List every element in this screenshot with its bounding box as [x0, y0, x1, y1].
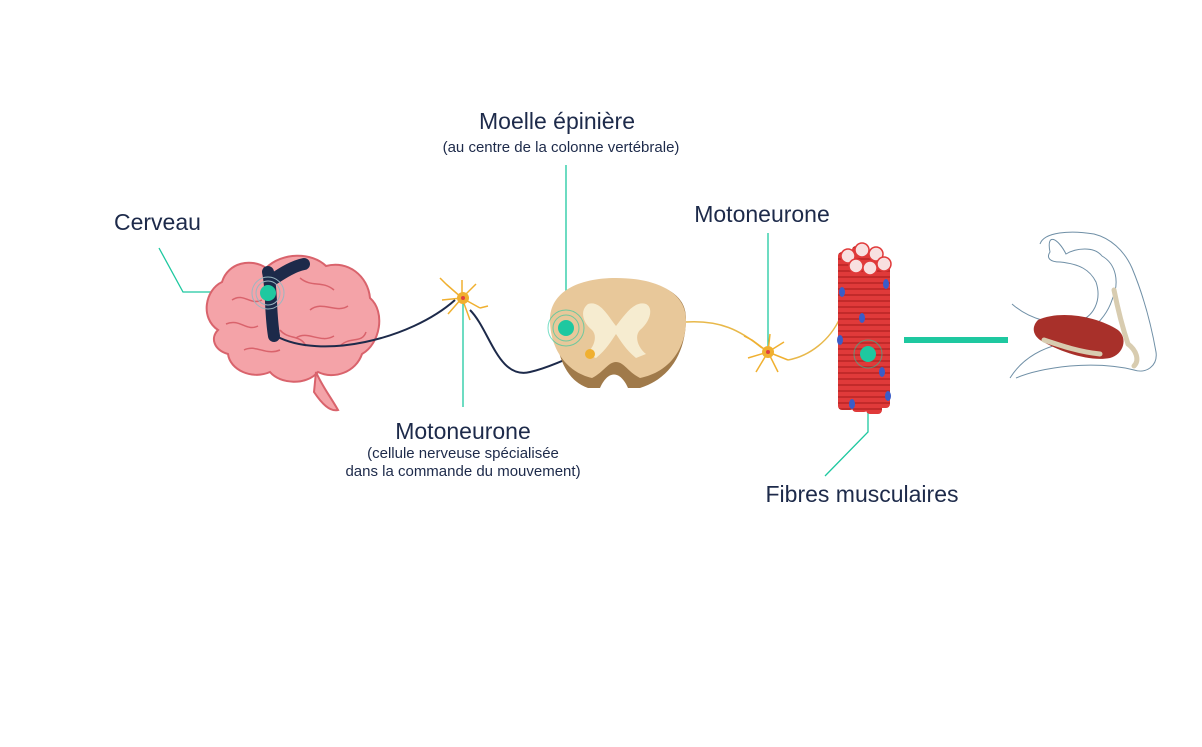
spinal-hotspot	[558, 320, 574, 336]
connector-bar	[904, 337, 1008, 343]
label-fibres: Fibres musculaires	[765, 481, 959, 507]
label-motoneurone-sub2: dans la commande du mouvement)	[345, 463, 581, 480]
nerve-path-brain-to-neuron	[275, 299, 456, 348]
label-motoneurone-top: Motoneurone	[694, 201, 830, 227]
label-motoneurone-sub1: (cellule nerveuse spécialisée	[367, 445, 559, 462]
label-cerveau: Cerveau	[114, 209, 201, 235]
label-moelle-title: Moelle épinière	[479, 108, 635, 134]
spinal-cord-icon	[547, 278, 686, 388]
muscle-fibers-icon	[837, 242, 892, 414]
label-motoneurone-bottom: Motoneurone	[395, 418, 531, 444]
axon-spinal-to-neuron	[685, 321, 763, 349]
neuron-icon	[439, 277, 489, 321]
axon-neuron-to-muscle	[787, 317, 841, 361]
muscle-hotspot	[860, 346, 876, 362]
brain-icon	[205, 254, 381, 412]
brain-hotspot	[260, 285, 276, 301]
neuron-icon-2	[743, 333, 789, 373]
arm-muscle-icon	[1009, 231, 1157, 379]
label-moelle-sub: (au centre de la colonne vertébrale)	[442, 139, 680, 156]
